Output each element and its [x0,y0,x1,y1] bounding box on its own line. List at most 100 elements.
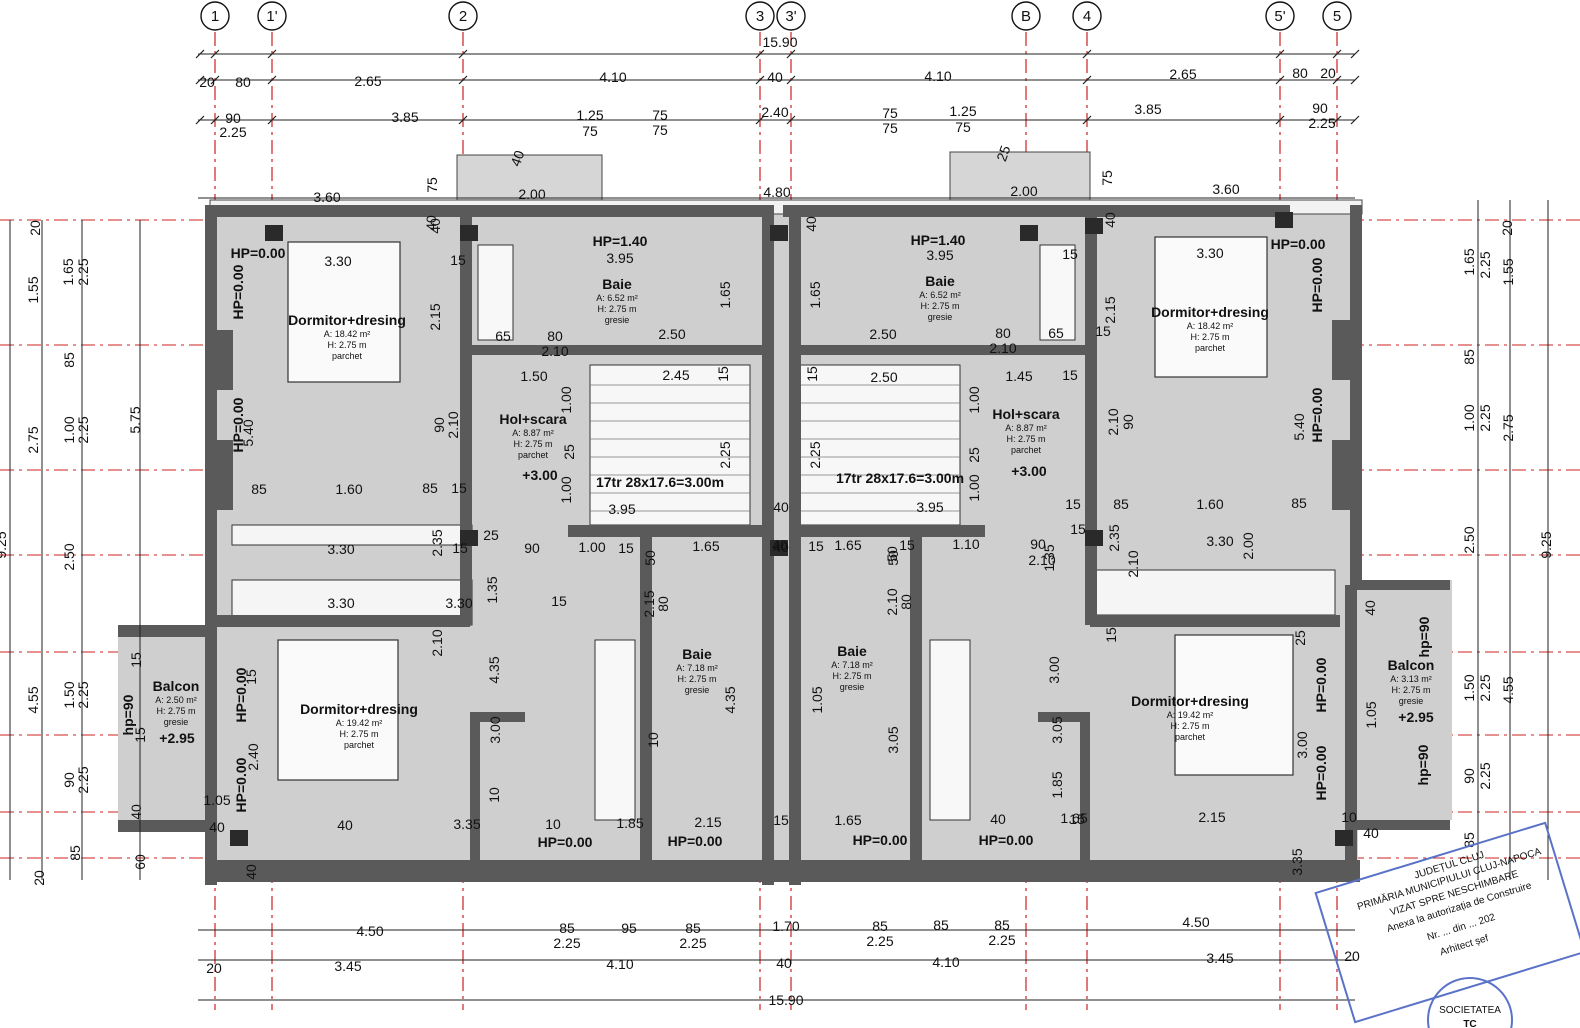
dimension-text: 40 [803,216,819,232]
dimension-text: 75 [652,107,668,123]
dimension-text: 75 [582,123,598,139]
wall [118,820,210,832]
wall [470,712,480,862]
axis-label: 1 [211,8,219,25]
wall [205,615,470,627]
dimension-text: 15 [243,669,259,685]
column [1085,530,1103,546]
dimension-text: 1.00 [578,539,605,555]
wall [783,205,1013,217]
dimension-text: 1.25 [949,103,976,119]
column [1085,218,1103,234]
dimension-text: 9.25 [0,531,9,558]
room-height: H: 2.75 m [1190,332,1229,342]
level-mark: hp=90 [1416,616,1432,657]
dimension-text: 1.00 [61,416,77,443]
dimension-tick [786,115,796,125]
dimension-text: 85 [1461,832,1477,848]
dimension-text: 1.85 [616,815,643,831]
room-name: Balcon [1388,657,1435,673]
dimension-text: 1.00 [558,386,574,413]
dimension-text: 2.00 [518,186,545,202]
roof-terrace-right [949,151,1091,209]
dimension-text: 2.25 [1308,115,1335,131]
dimension-tick [267,115,277,125]
dimension-text: 3.00 [1046,656,1062,683]
wall [1345,585,1357,870]
level-mark: HP=0.00 [853,832,908,848]
dimension-text: 85 [1113,496,1129,512]
dimension-text: 85 [251,481,267,497]
dimension-text: 4.10 [924,68,951,84]
wall [205,440,233,510]
dimension-text: 25 [966,447,982,463]
dimension-tick [1082,49,1092,59]
dimension-text: 1.70 [772,918,799,934]
bathtub [477,244,514,341]
dimension-text: 3.00 [487,716,503,743]
room-area: A: 6.52 m² [596,293,638,303]
axis-label: 3' [785,8,796,25]
dimension-text: 2.25 [75,766,91,793]
dimension-text: 2.10 [989,340,1016,356]
wall [205,740,217,885]
dimension-text: 4.55 [1500,676,1516,703]
wall [1350,580,1450,590]
dimension-text: 3.05 [1049,716,1065,743]
dimension-text: 20 [27,220,43,236]
level-mark: +2.95 [159,730,195,746]
dimension-tick [786,75,796,85]
dimension-text: 90 [431,417,447,433]
dimension-text: 4.35 [722,686,738,713]
room-area: A: 7.18 m² [831,660,873,670]
dimension-text: 75 [882,105,898,121]
dimension-text: 2.25 [679,935,706,951]
room-name: Baie [837,643,867,659]
dimension-text: 60 [132,854,148,870]
dimension-text: 3.30 [1196,245,1223,261]
dimension-text: 2.10 [1125,550,1141,577]
seal-text: TC [1463,1019,1476,1028]
dimension-text: 1.05 [809,686,825,713]
wardrobe [1094,569,1336,616]
wall [1350,205,1362,585]
room-name: Dormitor+dresing [1151,304,1269,320]
wall [1332,440,1360,510]
room-height: H: 2.75 m [327,340,366,350]
level-mark: +3.00 [522,467,558,483]
dimension-text: 25 [1292,630,1308,646]
wall [205,330,233,390]
level-mark: HP=0.00 [1309,257,1325,312]
dimension-text: 4.50 [356,923,383,939]
dimension-text: 3.30 [445,595,472,611]
dimension-text: 2.10 [429,629,445,656]
axis-label: 5 [1333,8,1341,25]
wall [640,535,652,865]
bed [277,639,399,781]
room-finish: gresie [1399,696,1424,706]
dimension-text: 2.10 [1105,408,1121,435]
level-mark: HP=0.00 [233,757,249,812]
dimension-text: 2.10 [1028,552,1055,568]
dimension-text: 1.35 [484,576,500,603]
dimension-text: 9.25 [1538,531,1554,558]
level-mark: HP=1.40 [911,232,966,248]
wall [789,205,801,885]
dimension-text: 40 [773,539,789,555]
dimension-text: 15 [618,540,634,556]
level-mark: HP=0.00 [1309,387,1325,442]
column [1275,212,1293,228]
dimension-text: 75 [652,122,668,138]
wall [1332,320,1360,380]
level-mark: HP=1.40 [593,233,648,249]
dimension-text: 40 [773,499,789,515]
dimension-text: 15 [715,366,731,382]
dimension-text: 40 [1363,825,1379,841]
dimension-text: 2.40 [245,743,261,770]
dimension-text: 90 [1120,414,1136,430]
dimension-text: 15 [450,252,466,268]
dimension-text: 3.30 [324,253,351,269]
dimension-text: 3.00 [1294,731,1310,758]
level-mark: hp=90 [120,694,136,735]
